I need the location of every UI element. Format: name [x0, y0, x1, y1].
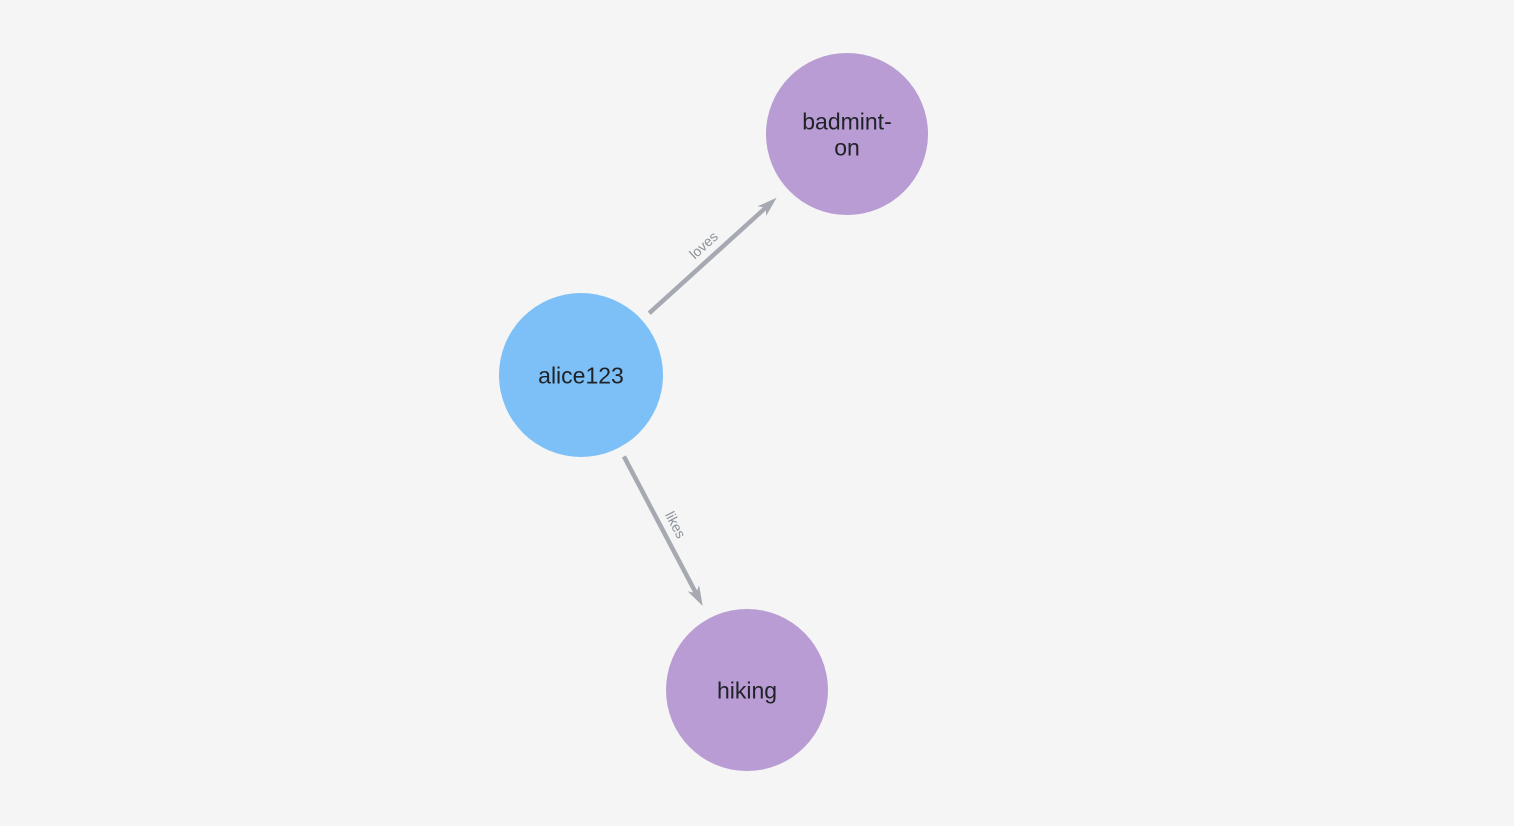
graph-edge-alice123-hiking[interactable]: likes: [621, 455, 703, 606]
node-circle[interactable]: [766, 53, 928, 215]
graph-node-alice123[interactable]: alice123: [499, 293, 663, 457]
node-circle[interactable]: [666, 609, 828, 771]
graph-node-badminton[interactable]: badmint-on: [766, 53, 928, 215]
edge-line[interactable]: [647, 205, 768, 315]
edge-arrowhead-icon: [687, 585, 703, 606]
node-circle[interactable]: [499, 293, 663, 457]
edge-label: loves: [686, 228, 721, 262]
graph-edge-alice123-badminton[interactable]: loves: [647, 197, 777, 315]
graph-node-hiking[interactable]: hiking: [666, 609, 828, 771]
edge-arrowhead-icon: [757, 197, 777, 216]
edge-line[interactable]: [621, 455, 699, 595]
